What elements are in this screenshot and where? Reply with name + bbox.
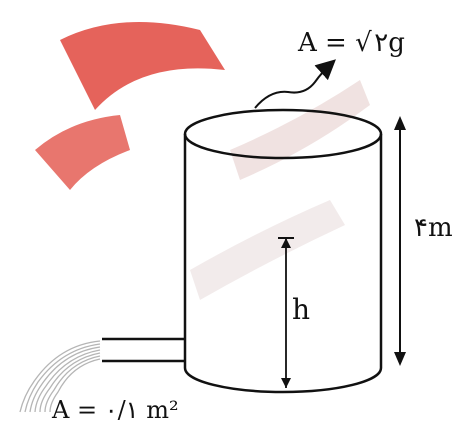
tank-bottom [183,367,383,394]
height-arrow-top [394,116,406,130]
height-arrow-bottom [394,352,406,366]
top-area-label: A = √ ۲g [298,28,405,58]
total-height-label: ۴m [414,213,453,243]
water-height-label: h [292,293,311,326]
top-outflow-arrow [254,59,336,109]
outlet-area-label: A = ۰/۱ m² [52,396,179,424]
h-arrow-bottom [281,378,291,388]
water-jet [19,340,101,413]
h-arrow-top [281,238,291,248]
tank-top-opening [183,108,383,160]
